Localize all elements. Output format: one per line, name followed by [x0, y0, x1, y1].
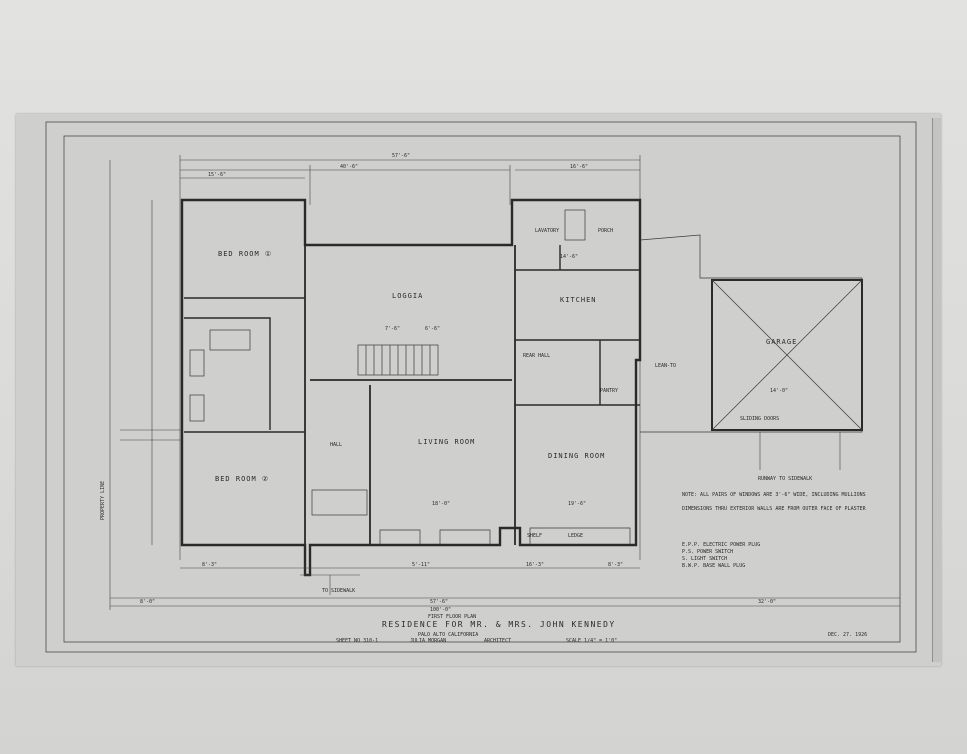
kitchen-label: KITCHEN [560, 296, 597, 304]
legend-line-3: S. LIGHT SWITCH [682, 556, 727, 562]
dim-seg-a: 8'-3" [202, 562, 217, 568]
bed-room-2-label: BED ROOM ② [215, 475, 269, 483]
plan-name: FIRST FLOOR PLAN [428, 614, 476, 620]
dim-seg-c: 16'-3" [526, 562, 544, 568]
dim-loggia-b: 6'-6" [425, 326, 440, 332]
drawing-sheet [16, 114, 941, 666]
dim-bed-room-width: 15'-6" [208, 172, 226, 178]
inner-border [63, 135, 901, 643]
dim-bottom-overall: 57'-6" [430, 599, 448, 605]
dim-living-room: 18'-0" [432, 501, 450, 507]
date: DEC. 27. 1926 [828, 632, 867, 638]
legend-line-1: E.P.P. ELECTRIC POWER PLUG [682, 542, 760, 548]
dim-overall-top: 57'-6" [392, 153, 410, 159]
runway-label: RUNWAY TO SIDEWALK [758, 476, 812, 482]
property-line-label: PROPERTY LINE [100, 481, 106, 520]
sheet-number: SHEET NO 310-1 [336, 638, 378, 644]
ledge-label: LEDGE [568, 533, 583, 539]
dim-dining-room: 19'-6" [568, 501, 586, 507]
dim-loggia-a: 7'-6" [385, 326, 400, 332]
shelf-label: SHELF [527, 533, 542, 539]
dim-upper-right: 16'-6" [570, 164, 588, 170]
bottom-dimension-lines [110, 567, 900, 607]
property-line-markings [109, 160, 182, 610]
dim-garage: 14'-0" [770, 388, 788, 394]
dim-seg-d: 8'-3" [608, 562, 623, 568]
to-sidewalk-label: TO SIDEWALK [322, 588, 355, 594]
porch-label: PORCH [598, 228, 613, 234]
note-walls: DIMENSIONS THRU EXTERIOR WALLS ARE FROM … [682, 506, 867, 512]
stairs [311, 344, 439, 516]
lean-to-label: LEAN-TO [655, 363, 676, 369]
dim-upper-left: 40'-6" [340, 164, 358, 170]
bed-room-1-label: BED ROOM ① [218, 250, 272, 258]
lean-to-and-garage [639, 234, 863, 470]
scale: SCALE 1/4" = 1'0" [566, 638, 617, 644]
bay-windows [379, 527, 631, 545]
sheet-curled-edge [932, 118, 941, 662]
rear-hall-label: REAR HALL [523, 353, 550, 359]
dining-room-label: DINING ROOM [548, 452, 605, 460]
top-dimension-lines [179, 155, 641, 560]
loggia-label: LOGGIA [392, 292, 423, 300]
lavatory-label: LAVATORY [535, 228, 559, 234]
location: PALO ALTO CALIFORNIA [418, 632, 478, 638]
sliding-doors-label: SLIDING DOORS [740, 416, 779, 422]
legend-line-4: B.W.P. BASE WALL PLUG [682, 563, 745, 569]
residence-title: RESIDENCE FOR MR. & MRS. JOHN KENNEDY [382, 620, 616, 629]
dim-bottom-lot: 100'-0" [430, 607, 451, 613]
dim-seg-b: 5'-11" [412, 562, 430, 568]
dim-right-margin: 32'-0" [758, 599, 776, 605]
outer-border [45, 121, 917, 653]
dim-left-margin: 8'-0" [140, 599, 155, 605]
pantry-label: PANTRY [600, 388, 618, 394]
architect-role: ARCHITECT [484, 638, 511, 644]
hall-label: HALL [330, 442, 342, 448]
legend-line-2: P.S. POWER SWITCH [682, 549, 733, 555]
living-room-label: LIVING ROOM [418, 438, 475, 446]
dim-kitchen: 14'-6" [560, 254, 578, 260]
garage-label: GARAGE [766, 338, 797, 346]
note-windows: NOTE: ALL PAIRS OF WINDOWS ARE 3'-6" WID… [682, 492, 866, 498]
architect-name: JULIA MORGAN [410, 638, 446, 644]
